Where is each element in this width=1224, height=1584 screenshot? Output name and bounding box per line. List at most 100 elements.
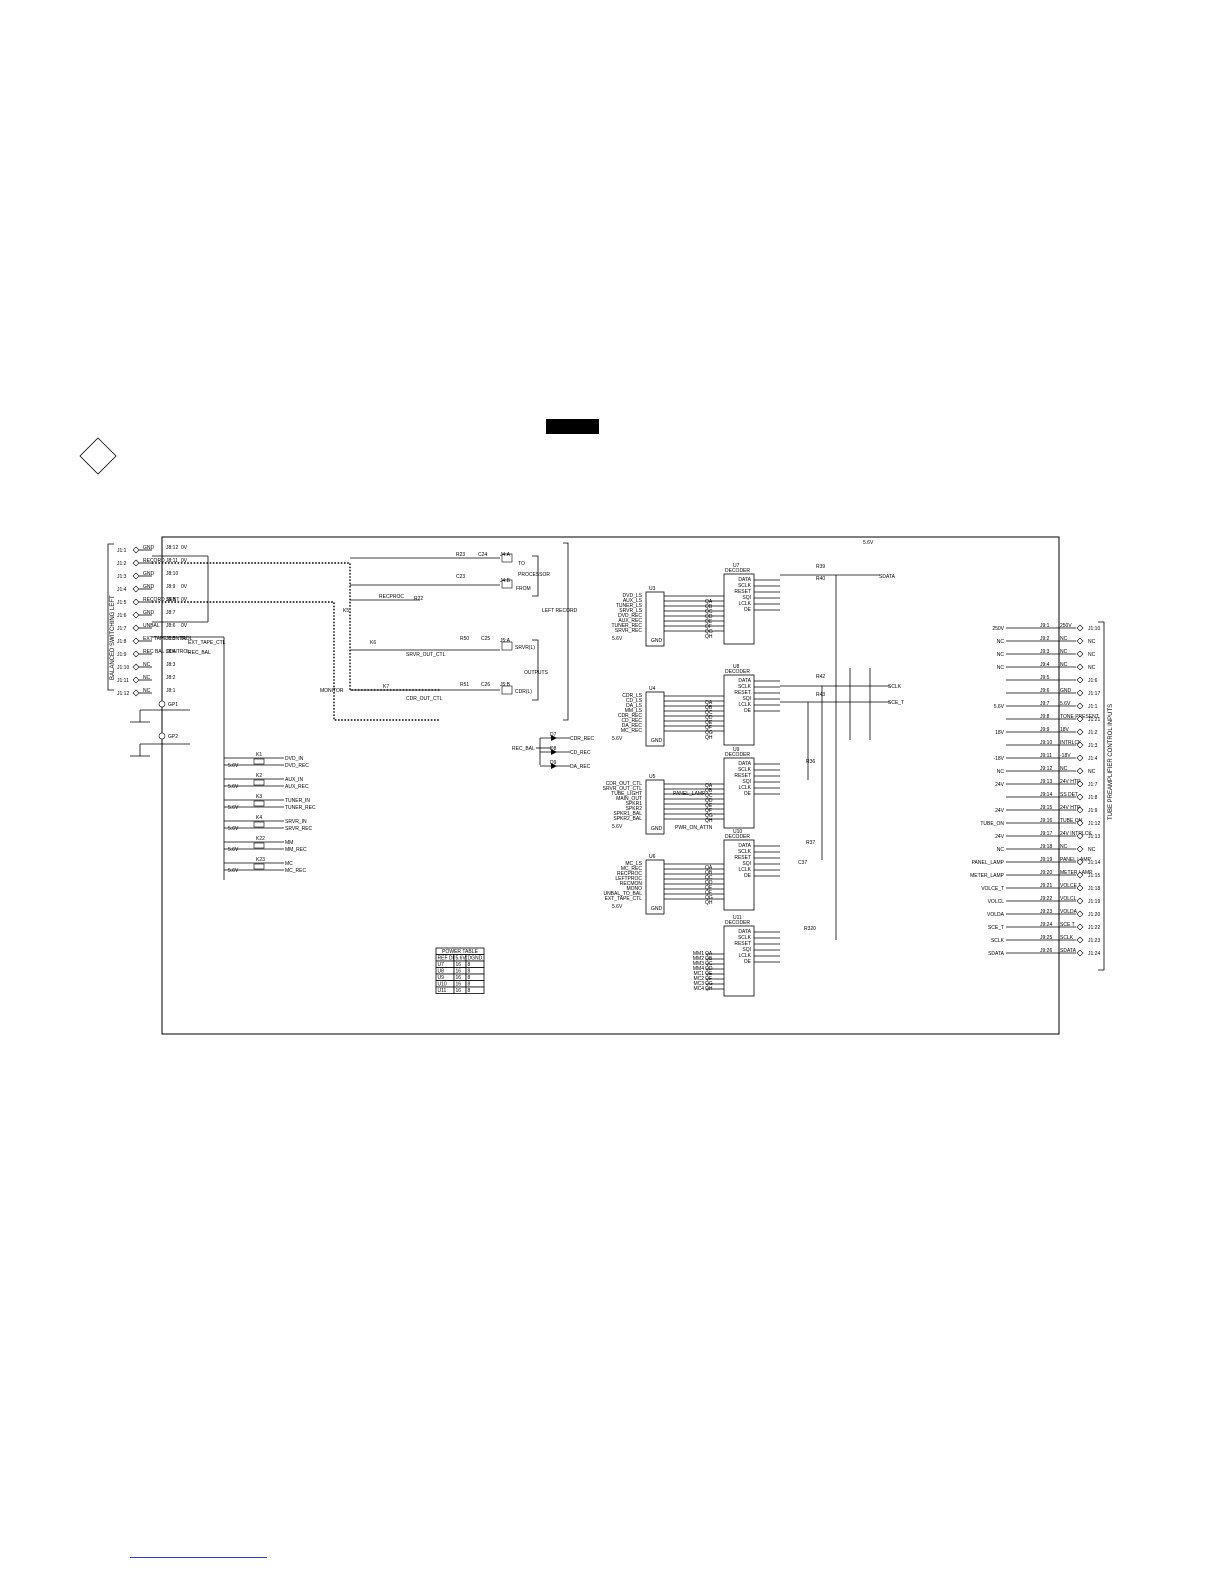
decoder-out: QF — [705, 725, 712, 731]
right-pin-diamond — [1076, 832, 1084, 840]
svg-text:J5:B: J5:B — [500, 682, 511, 688]
decoder-out: QD — [705, 880, 713, 886]
decoder-pin: RESET — [734, 855, 751, 861]
right-pin-ref: J9:7 — [1040, 701, 1050, 707]
left-connector-bracket — [107, 543, 114, 691]
decoder-ref: U11 — [733, 915, 742, 921]
relay-net: MM — [285, 840, 293, 846]
decoder-pin: RESET — [734, 589, 751, 595]
right-pin-number: J1:12 — [1088, 821, 1100, 827]
pin-signal: EXT TAPE CONTROL — [143, 636, 193, 642]
relay-net: AUX_IN — [285, 777, 303, 783]
decoder-out: QC — [705, 875, 713, 881]
decoder-out: QA — [705, 599, 713, 605]
power-table-cell: 5.6V — [456, 956, 467, 962]
decoder-pin: LCLK — [738, 785, 751, 791]
decoder-pin: SQI — [742, 947, 751, 953]
decoder-pin: SQI — [742, 595, 751, 601]
right-pin-net: 5.6V — [994, 704, 1005, 710]
decoder-out: QF — [705, 624, 712, 630]
decoder-out: QA — [705, 783, 713, 789]
right-pin-number: J1:23 — [1088, 938, 1100, 944]
pin-signal: NC — [143, 688, 151, 694]
right-pin-label: NC — [1060, 766, 1068, 772]
driver-input: MM_LS — [625, 708, 643, 714]
pin-diamond — [132, 611, 140, 619]
relay-supply: 5.6V — [228, 763, 239, 769]
right-pin-label: SCLK — [1060, 935, 1074, 941]
svg-text:TO: TO — [518, 561, 525, 567]
right-pin-net: NC — [997, 847, 1005, 853]
relay-rec: SRVR_REC — [285, 826, 313, 832]
right-pin-net: 250V — [992, 626, 1004, 632]
power-table-cell: 16 — [456, 982, 462, 988]
decoder-label: DECODER — [725, 752, 750, 758]
diode-ref: D8 — [550, 746, 557, 752]
decoder-pin: OE — [744, 708, 752, 714]
decoder-pin: SCLK — [738, 684, 752, 690]
right-pin-number: J1:14 — [1088, 860, 1100, 866]
svg-text:R320: R320 — [804, 926, 816, 932]
pin-label: J1:5 — [117, 600, 127, 606]
driver-input: CDR_LS — [622, 693, 642, 699]
relay-ref: K22 — [256, 836, 265, 842]
svg-text:PANEL_LAMP: PANEL_LAMP — [673, 791, 706, 797]
driver-input: EXT_TAPE_CTL — [605, 896, 643, 902]
right-pin-net: 18V — [995, 730, 1005, 736]
footer-link-underline[interactable] — [130, 1557, 267, 1558]
svg-text:J4:A: J4:A — [500, 552, 511, 558]
right-pin-number: J1:1 — [1088, 704, 1098, 710]
decoder-out: QH — [705, 634, 713, 640]
relay-rec: DVD_REC — [285, 763, 309, 769]
decoder-pin: SCLK — [738, 583, 752, 589]
driver-ref: U6 — [649, 854, 656, 860]
right-pin-ref: J9:1 — [1040, 623, 1050, 629]
driver-input: MAIN_OUT — [616, 796, 642, 802]
right-connector-bracket — [1098, 621, 1105, 971]
decoder-pin: LCLK — [738, 953, 751, 959]
svg-text:R36: R36 — [806, 759, 815, 765]
pin-diamond — [132, 637, 140, 645]
pin-rail: 0V — [181, 636, 188, 642]
power-table-cell: U11 — [438, 988, 447, 994]
right-pin-ref: J9:22 — [1040, 896, 1052, 902]
right-pin-net: NC — [997, 639, 1005, 645]
record-sent-dashed-route — [152, 601, 440, 721]
decoder-ref: U9 — [733, 747, 740, 753]
power-table-cell: U8 — [438, 969, 445, 975]
right-pin-diamond — [1076, 910, 1084, 918]
right-pin-diamond — [1076, 897, 1084, 905]
svg-text:SDATA: SDATA — [879, 574, 896, 580]
relay-net: SRVR_IN — [285, 819, 307, 825]
decoder-out: QE — [705, 885, 713, 891]
left-connector-title: BALANCED SWITCHING LEFT — [110, 595, 116, 680]
right-pin-diamond — [1076, 676, 1084, 684]
decoder-label: DECODER — [725, 920, 750, 926]
pin-label: J1:10 — [117, 665, 129, 671]
power-table-cell: 8 — [468, 969, 471, 975]
svg-text:REC_BAL: REC_BAL — [512, 746, 535, 752]
decoder-pin: RESET — [734, 773, 751, 779]
decoder-chip: U8DECODERDATASCLKRESETSQILCLKOEQAQBQCQDQ… — [705, 664, 780, 746]
right-pin-number: NC — [1088, 769, 1096, 775]
svg-text:SCE_T: SCE_T — [888, 700, 904, 706]
right-pin-ref: J9:14 — [1040, 792, 1052, 798]
right-pin-net: SCE_T — [988, 925, 1004, 931]
pin-ref: J8:6 — [166, 623, 176, 629]
decoder-pin: DATA — [738, 761, 751, 767]
svg-text:J5:A: J5:A — [500, 638, 511, 644]
